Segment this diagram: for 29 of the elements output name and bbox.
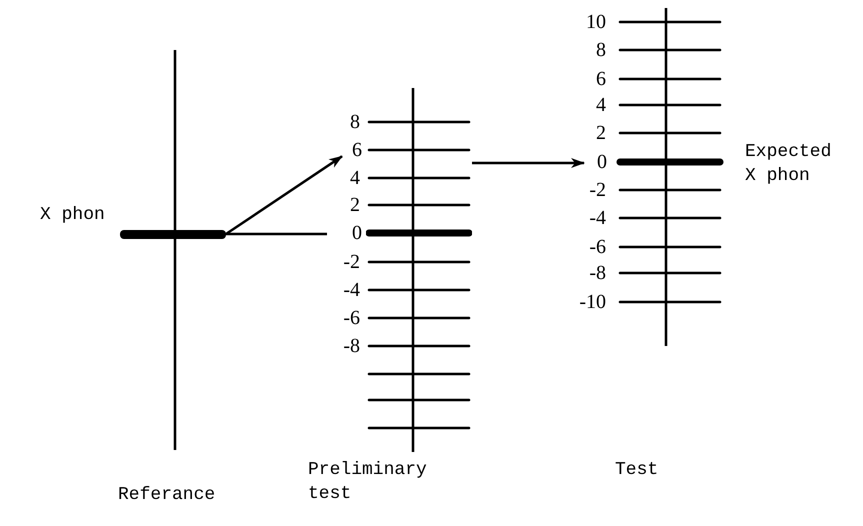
- scale-value: 4: [349, 167, 360, 189]
- scale-value: -2: [588, 179, 606, 201]
- scale-value: 2: [349, 194, 360, 216]
- scale-value: -6: [588, 236, 606, 258]
- scale-value: -4: [588, 207, 606, 229]
- scale-value: -10: [578, 291, 606, 313]
- caption-text: Referance: [118, 484, 216, 507]
- scale-value: -2: [342, 251, 360, 273]
- caption-text: Expected X phon: [745, 141, 832, 188]
- scale-value: -8: [588, 262, 606, 284]
- reference-level-bar: [120, 230, 226, 239]
- level-label: X phon: [40, 204, 105, 227]
- arrow: [225, 155, 343, 236]
- scale-value: 8: [349, 111, 360, 133]
- arrow: [472, 158, 585, 168]
- scale-value: 0: [585, 151, 607, 173]
- scale-value: 4: [595, 94, 606, 116]
- caption-text: Test: [615, 459, 660, 482]
- scale-value: 6: [343, 139, 362, 161]
- scale-value: 6: [595, 68, 606, 90]
- preliminary-scale-drawing: [366, 88, 472, 452]
- scale-value: 8: [595, 39, 606, 61]
- scale-value: -4: [342, 279, 360, 301]
- scale-value: -6: [342, 307, 360, 329]
- caption-text: Preliminary test: [308, 459, 428, 506]
- scale-value: 0: [328, 222, 362, 244]
- scale-value: -8: [342, 335, 360, 357]
- scale-value: 10: [585, 11, 606, 33]
- scale-value: 2: [595, 122, 606, 144]
